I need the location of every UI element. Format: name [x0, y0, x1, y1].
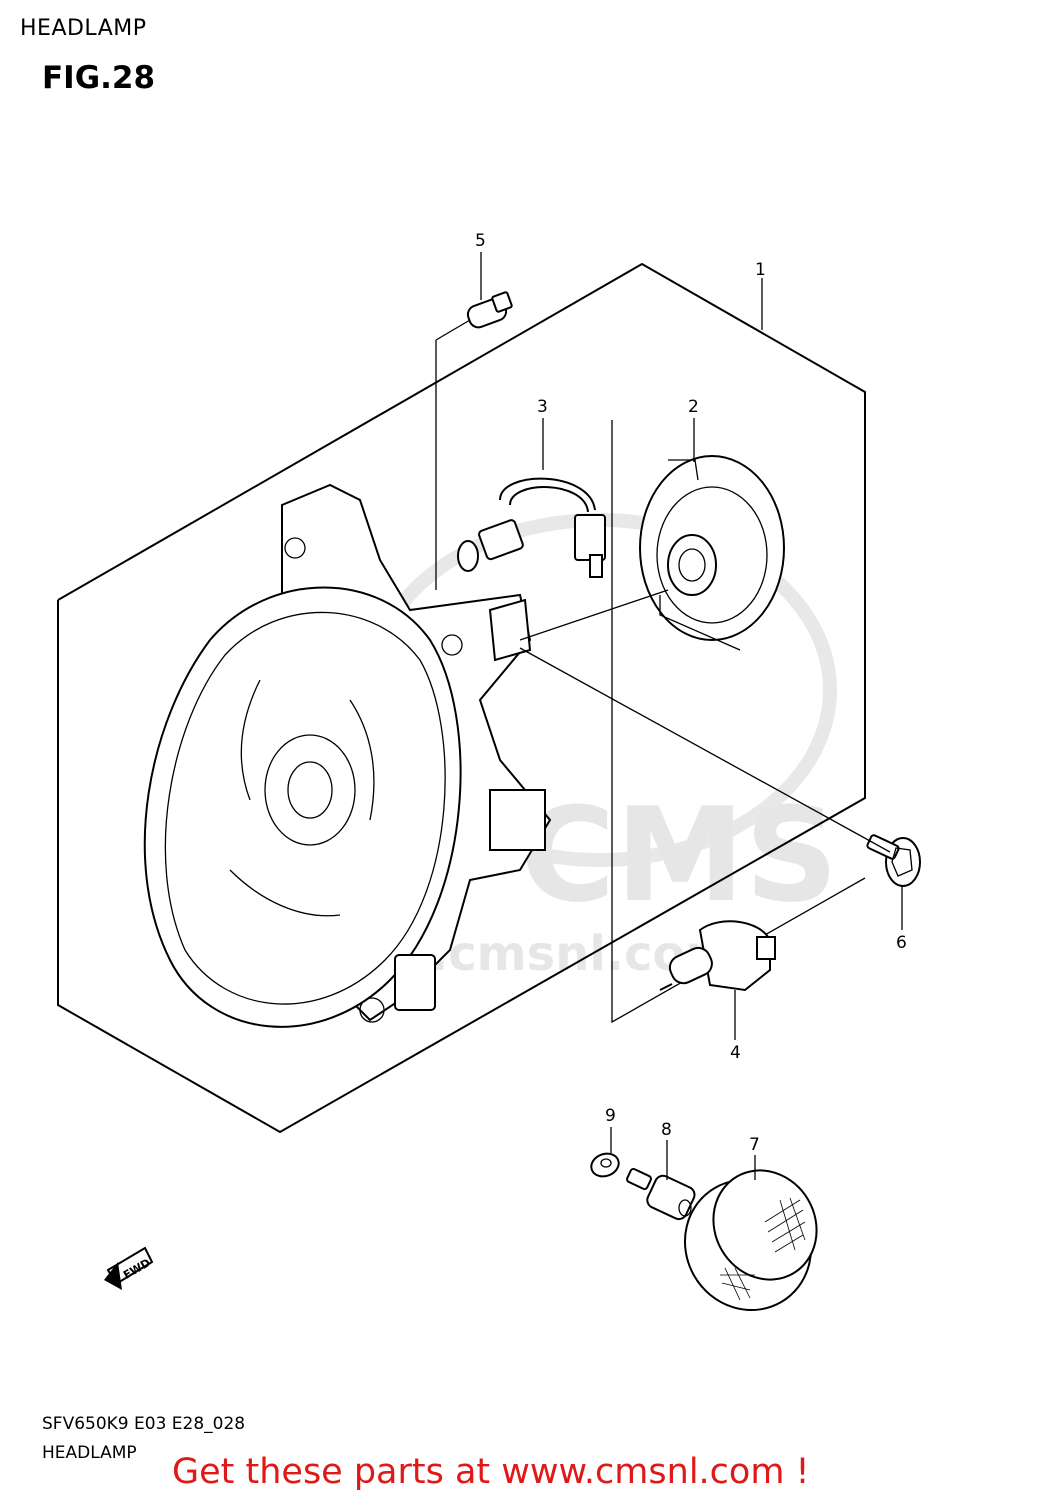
- diagram-name: HEADLAMP: [42, 1443, 137, 1463]
- callout-7: 7: [749, 1135, 760, 1155]
- callout-6: 6: [896, 933, 907, 953]
- figure-label: FIG.28: [42, 60, 156, 96]
- promo-link[interactable]: Get these parts at www.cmsnl.com !: [172, 1452, 810, 1492]
- headlamp-bulb-part-4: [659, 920, 776, 992]
- diagram-code: SFV650K9 E03 E28_028: [42, 1414, 246, 1434]
- callout-1: 1: [755, 260, 766, 280]
- page-title: HEADLAMP: [20, 16, 147, 41]
- callout-2: 2: [688, 397, 699, 417]
- headlamp-unit-part-1: [143, 483, 552, 1028]
- position-lamp-socket-part-3: [457, 477, 606, 578]
- leader-lines: [480, 252, 903, 1180]
- watermark-brand: CMS: [520, 779, 838, 931]
- washer-part-9: [590, 1152, 620, 1178]
- spacer-part-8: [626, 1167, 696, 1221]
- callout-5: 5: [475, 231, 486, 251]
- callout-4: 4: [730, 1043, 741, 1063]
- callout-8: 8: [661, 1120, 672, 1140]
- position-bulb-part-5: [466, 291, 513, 329]
- reflector-part-7: [683, 1169, 818, 1312]
- socket-cover-part-2: [639, 455, 785, 651]
- screw-part-6: [866, 834, 921, 887]
- callout-3: 3: [537, 397, 548, 417]
- forward-direction-marker: FWD: [104, 1246, 154, 1290]
- assembly-outline: [57, 262, 866, 1134]
- callout-labels: 1 2 3 4 5 6 7 8 9: [475, 231, 907, 1155]
- callout-9: 9: [605, 1106, 616, 1126]
